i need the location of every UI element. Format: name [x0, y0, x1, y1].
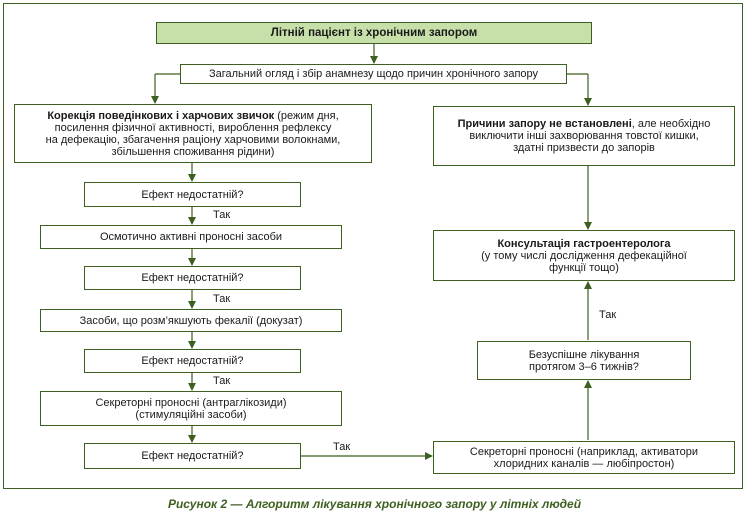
lifestyle-line-3: на дефекацію, збагачення раціону харчови… — [45, 133, 341, 146]
causes-not-found-box: Причини запору не встановлені, але необх… — [433, 106, 735, 166]
causes-line-1-rest: , але необхідно — [631, 118, 711, 130]
secretory-laxatives-left-box: Секреторні проносні (антраглікозиди) (ст… — [40, 391, 342, 426]
causes-line-1: Причини запору не встановлені, але необх… — [458, 118, 711, 130]
yes-label-4: Так — [333, 441, 351, 453]
causes-line-3: здатні призвести до запорів — [513, 142, 655, 154]
causes-line-2: виключити інші захворювання товстої кишк… — [469, 130, 699, 142]
lifestyle-correction-box: Корекція поведінкових і харчових звичок … — [14, 104, 372, 163]
effect-question-box-1: Ефект недостатній? — [84, 182, 301, 207]
failure-line-1: Безуспішне лікування — [528, 348, 640, 361]
effect-question-text-2: Ефект недостатній? — [141, 272, 244, 284]
secretory-right-line-1: Секреторні проносні (наприклад, активато… — [469, 445, 699, 458]
lifestyle-heading: Корекція поведінкових і харчових звичок — [47, 109, 275, 122]
secretory-right-line-2: хлоридних каналів — любіпростон) — [493, 457, 675, 470]
osmotic-laxatives-text: Осмотично активні проносні засоби — [99, 231, 283, 243]
yes-label-5: Так — [599, 309, 617, 321]
diagram-frame — [3, 3, 743, 489]
lifestyle-line-1: Корекція поведінкових і харчових звичок … — [47, 110, 338, 122]
lifestyle-line-4: збільшення споживання рідини) — [111, 145, 275, 158]
consult-line-2: (у тому числі дослідження дефекаційної — [481, 249, 687, 262]
secretory-laxatives-right-box: Секреторні проносні (наприклад, активато… — [433, 441, 735, 474]
treatment-failure-box: Безуспішне лікування протягом 3–6 тижнів… — [477, 341, 691, 380]
title-box-elderly-patient: Літній пацієнт із хронічним запором — [156, 22, 592, 44]
effect-question-text-3: Ефект недостатній? — [141, 355, 244, 367]
title-text: Літній пацієнт із хронічним запором — [270, 27, 478, 39]
exam-text: Загальний огляд і збір анамнезу щодо при… — [208, 68, 539, 80]
effect-question-box-3: Ефект недостатній? — [84, 349, 301, 373]
failure-line-2: протягом 3–6 тижнів? — [529, 360, 639, 373]
consult-line-3: функції тощо) — [549, 261, 619, 274]
yes-label-1: Так — [213, 209, 231, 221]
stool-softeners-text: Засоби, що розм’якшують фекалії (докузат… — [79, 314, 303, 327]
gastroenterologist-consult-box: Консультація гастроентеролога (у тому чи… — [433, 230, 735, 281]
secretory-left-line-2: (стимуляційні засоби) — [135, 408, 247, 421]
yes-label-2: Так — [213, 293, 231, 305]
effect-question-box-4: Ефект недостатній? — [84, 443, 301, 469]
causes-heading: Причини запору не встановлені — [457, 118, 632, 130]
yes-label-3: Так — [213, 375, 231, 387]
effect-question-text-4: Ефект недостатній? — [141, 450, 244, 462]
exam-box: Загальний огляд і збір анамнезу щодо при… — [180, 64, 567, 84]
lifestyle-line-2: посилення фізичної активності, виробленн… — [54, 121, 332, 134]
effect-question-text-1: Ефект недостатній? — [141, 188, 244, 201]
stool-softeners-box: Засоби, що розм’якшують фекалії (докузат… — [40, 309, 342, 332]
lifestyle-line-1-rest: (режим дня, — [274, 109, 339, 122]
consult-heading: Консультація гастроентеролога — [497, 237, 671, 250]
figure-caption: Рисунок 2 — Алгоритм лікування хронічног… — [167, 497, 582, 511]
secretory-left-line-1: Секреторні проносні (антраглікозиди) — [95, 396, 287, 409]
osmotic-laxatives-box: Осмотично активні проносні засоби — [40, 225, 342, 249]
effect-question-box-2: Ефект недостатній? — [84, 266, 301, 290]
